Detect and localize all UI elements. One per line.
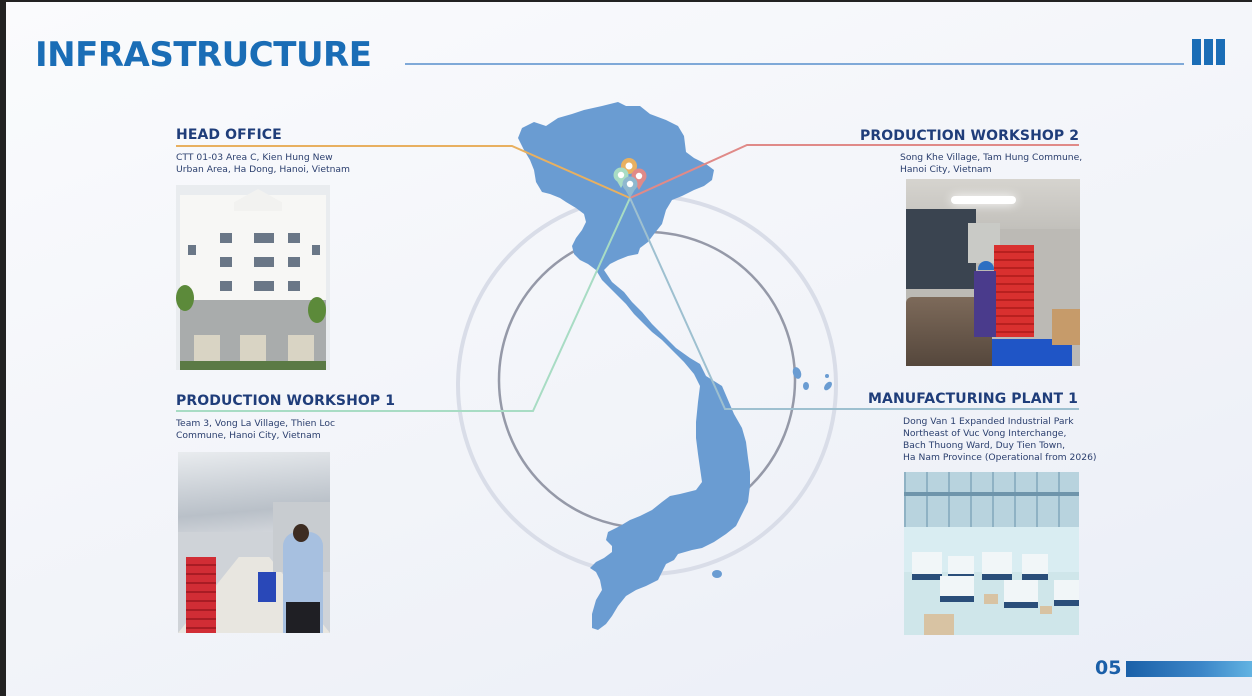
workshop2-connector (629, 144, 1079, 199)
address-line: Dong Van 1 Expanded Industrial Park (903, 416, 1074, 427)
workshop1-title: PRODUCTION WORKSHOP 1 (176, 393, 396, 409)
header-divider (405, 63, 1184, 65)
workshop1-connector (176, 197, 631, 412)
blue-pin-icon (622, 176, 638, 198)
head-office-connector (176, 145, 631, 199)
plant1-address: Dong Van 1 Expanded Industrial Park Nort… (903, 416, 1097, 464)
address-line: Commune, Hanoi City, Vietnam (176, 430, 321, 441)
plant1-connector (629, 197, 1079, 410)
slide: INFRASTRUCTURE HEAD OFFICE CTT 01-03 Are… (6, 2, 1252, 696)
workshop2-title: PRODUCTION WORKSHOP 2 (860, 128, 1080, 144)
page-title: INFRASTRUCTURE (35, 35, 372, 75)
address-line: Team 3, Vong La Village, Thien Loc (176, 418, 336, 429)
address-line: Urban Area, Ha Dong, Hanoi, Vietnam (176, 164, 351, 175)
section-bars-icon (1192, 39, 1225, 65)
workshop1-address: Team 3, Vong La Village, Thien Loc Commu… (176, 418, 335, 442)
address-line: Ha Nam Province (Operational from 2026) (903, 452, 1097, 463)
page-number: 05 (1095, 657, 1122, 679)
page-number-bar (1126, 661, 1252, 677)
plant1-title: MANUFACTURING PLANT 1 (868, 391, 1078, 407)
head-office-address: CTT 01-03 Area C, Kien Hung New Urban Ar… (176, 152, 350, 176)
address-line: CTT 01-03 Area C, Kien Hung New (176, 152, 333, 163)
address-line: Bach Thuong Ward, Duy Tien Town, (903, 440, 1066, 451)
workshop2-address: Song Khe Village, Tam Hung Commune, Hano… (900, 152, 1082, 176)
workshop-machine-photo (906, 179, 1080, 366)
vietnam-map-graphic (176, 102, 1079, 630)
address-line: Song Khe Village, Tam Hung Commune, (900, 152, 1083, 163)
vietnam-map-icon (518, 102, 750, 630)
head-office-title: HEAD OFFICE (176, 127, 282, 143)
office-building-photo (176, 185, 330, 370)
factory-hall-photo (904, 472, 1079, 635)
inner-ring (497, 230, 797, 530)
address-line: Hanoi City, Vietnam (900, 164, 992, 175)
address-line: Northeast of Vuc Vong Interchange, (903, 428, 1067, 439)
workshop-floor-photo (178, 452, 330, 633)
